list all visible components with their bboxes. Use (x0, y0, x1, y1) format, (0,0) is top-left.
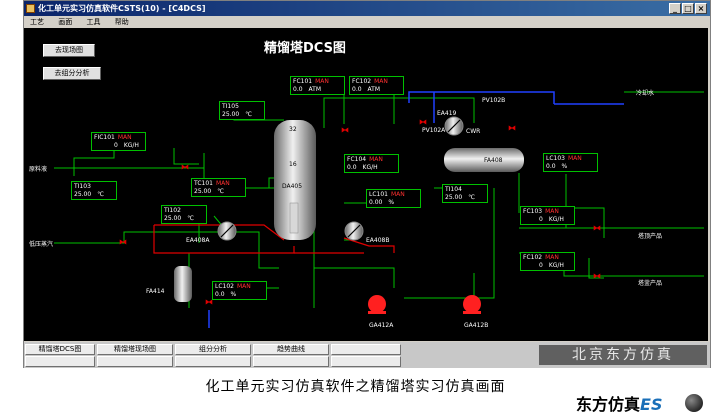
label-feed: 原料液 (29, 166, 48, 173)
label-pv102b: PV102B (482, 97, 506, 104)
valve-fc102 (593, 273, 601, 279)
tab-column-dcs[interactable]: 精馏塔DCS图 (25, 344, 95, 355)
brand-name: 东方仿真 (576, 395, 641, 414)
valve-lc102 (205, 299, 213, 305)
reboiler-ea408a (217, 221, 237, 241)
image-caption: 化工单元实习仿真软件之精馏塔实习仿真画面 (205, 379, 506, 395)
label-tray-16: 16 (289, 161, 297, 168)
label-reboiler-a: EA408A (186, 237, 210, 244)
panel-ti104[interactable]: TI104 25.00℃ (442, 184, 488, 203)
process-diagram (54, 91, 704, 328)
condenser-ea419 (444, 116, 464, 136)
valve-fic101 (181, 164, 189, 170)
label-steam: 低压蒸汽 (29, 241, 54, 248)
menu-help[interactable]: 帮助 (114, 18, 129, 26)
panel-ti102[interactable]: TI102 25.00℃ (161, 205, 207, 224)
signal-line (173, 148, 199, 165)
close-button[interactable]: × (695, 3, 707, 14)
reflux-drum-fa408 (444, 148, 524, 172)
company-banner: 北京东方仿真 (539, 345, 707, 365)
label-cwr: CWR (466, 128, 481, 135)
label-pump-b: GA412B (464, 322, 489, 329)
brand-ball-icon (685, 394, 703, 412)
label-tray-32: 32 (289, 126, 297, 133)
pump-ga412b (463, 295, 481, 313)
brand-suffix: ES (640, 395, 663, 414)
panel-ti105[interactable]: TI105 25.00℃ (219, 101, 265, 120)
menu-screen[interactable]: 画面 (58, 18, 73, 26)
label-bottom-product: 塔釜产品 (638, 280, 663, 287)
signal-line (588, 258, 604, 279)
pump-ga412a (368, 295, 386, 313)
brand-logo: 东方仿真ES (576, 391, 662, 415)
label-top-product: 塔顶产品 (638, 233, 663, 240)
reboiler-ea408b (344, 221, 364, 241)
tab-empty-6[interactable] (331, 356, 401, 367)
valve-pv102a (419, 119, 427, 125)
valve-steam (119, 239, 127, 245)
screen-title: 精馏塔DCS图 (264, 41, 346, 56)
label-cooling-water: 冷却水 (636, 90, 655, 97)
maximize-button[interactable]: □ (682, 3, 694, 14)
goto-field-button[interactable]: 去现场图 (43, 44, 95, 57)
label-pv102a: PV102A (422, 127, 446, 134)
tab-empty-4[interactable] (175, 356, 251, 367)
label-reflux-drum: FA408 (484, 157, 503, 164)
tab-empty-1[interactable] (331, 344, 401, 355)
app-window: 化工单元实习仿真软件CSTS(10) - [C4DCS] _ □ × 工艺 画面… (23, 0, 711, 368)
app-icon (26, 4, 35, 13)
goto-composition-button[interactable]: 去组分分析 (43, 67, 101, 80)
tab-empty-3[interactable] (97, 356, 173, 367)
bottom-bar: 精馏塔DCS图 精馏塔现场图 组分分析 趋势曲线 北京东方仿真 (24, 342, 710, 368)
label-column: DA405 (282, 183, 303, 190)
tab-composition[interactable]: 组分分析 (175, 344, 251, 355)
panel-ti103[interactable]: TI103 25.00℃ (71, 181, 117, 200)
menu-tools[interactable]: 工具 (86, 18, 101, 26)
menu-bar: 工艺 画面 工具 帮助 (24, 16, 710, 28)
tab-empty-2[interactable] (25, 356, 95, 367)
valve-fc103 (593, 225, 601, 231)
label-condenser: EA419 (437, 110, 457, 117)
minimize-button[interactable]: _ (669, 3, 681, 14)
column-da405 (274, 120, 316, 240)
valve-fc101 (341, 127, 349, 133)
valve-pv102b (508, 125, 516, 131)
tab-trend[interactable]: 趋势曲线 (253, 344, 329, 355)
label-pump-a: GA412A (369, 322, 394, 329)
window-title: 化工单元实习仿真软件CSTS(10) - [C4DCS] (38, 4, 206, 13)
label-reboiler-b: EA408B (366, 237, 390, 244)
menu-process[interactable]: 工艺 (30, 18, 44, 26)
vessel-fa414 (174, 266, 192, 302)
tab-column-field[interactable]: 精馏塔现场图 (97, 344, 173, 355)
label-fa414: FA414 (146, 288, 165, 295)
title-bar: 化工单元实习仿真软件CSTS(10) - [C4DCS] _ □ × (24, 1, 710, 16)
column-level-gauge (289, 202, 299, 234)
tab-empty-5[interactable] (253, 356, 329, 367)
